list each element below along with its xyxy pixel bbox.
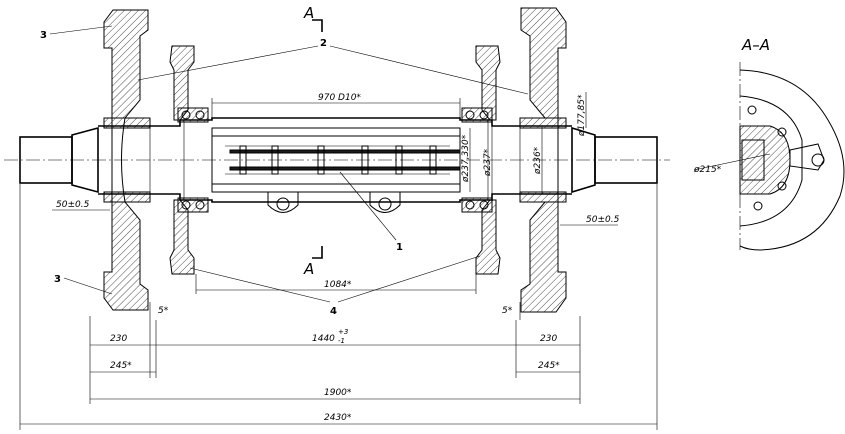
dim-dia-237-330: ø237,330* <box>461 134 471 183</box>
callout-3-bottom: 3 <box>54 274 61 285</box>
dim-2430: 2430* <box>324 413 352 423</box>
central-gear-part <box>211 127 461 213</box>
left-gear-wheel <box>169 45 209 275</box>
dim-5-right: 5* <box>502 306 513 316</box>
callout-leaders <box>49 25 529 303</box>
dim-1900: 1900* <box>324 388 352 398</box>
dim-dia-215: ø215* <box>693 165 722 175</box>
callout-2: 2 <box>320 38 327 49</box>
main-view: A A 3 2 3 1 4 <box>4 4 670 430</box>
section-view-title: A–A <box>741 36 770 54</box>
section-marks: A A <box>303 4 323 278</box>
dim-1440-tol-upper: +3 <box>338 328 348 336</box>
left-wheel <box>103 9 151 311</box>
section-mark-bottom: A <box>303 260 314 278</box>
callout-1: 1 <box>396 242 403 253</box>
callout-3-top: 3 <box>40 30 47 41</box>
section-mark-top: A <box>303 4 314 22</box>
dim-230-left: 230 <box>110 334 127 344</box>
dim-970: 970 D10* <box>318 93 361 103</box>
dim-dia-237: ø237* <box>483 148 493 177</box>
dim-1440: 1440 <box>312 334 335 344</box>
dim-50-left: 50±0.5 <box>56 200 90 210</box>
dim-245-right: 245* <box>538 361 560 371</box>
dim-dia-236: ø236* <box>533 146 543 175</box>
dim-1440-tol-lower: -1 <box>338 337 345 345</box>
dim-dia-177: ø177,85* <box>577 94 587 137</box>
axle-shaft <box>19 117 658 203</box>
dim-245-left: 245* <box>110 361 132 371</box>
right-gear-wheel <box>461 45 501 275</box>
dim-1084: 1084* <box>324 280 352 290</box>
dim-5-left: 5* <box>158 306 169 316</box>
dimension-lines <box>19 92 658 430</box>
section-view-a-a: A–A ø215* <box>693 36 845 251</box>
right-wheel <box>519 7 567 313</box>
callout-4: 4 <box>330 306 337 317</box>
dim-230-right: 230 <box>540 334 557 344</box>
dim-50-right: 50±0.5 <box>586 215 620 225</box>
